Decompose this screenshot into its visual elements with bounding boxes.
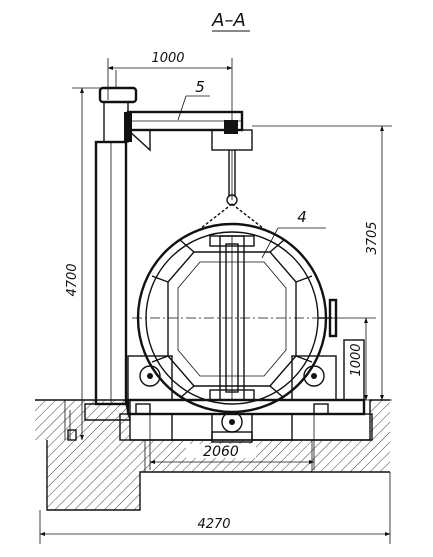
dimension-axis-height-label: 1000 — [349, 343, 364, 376]
dimension-rail-gauge-label: 2060 — [203, 444, 239, 460]
callout-jib-crane: 5 — [177, 78, 210, 121]
dimension-column-height: 4700 — [65, 87, 110, 441]
callout-jib-crane-label: 5 — [195, 78, 205, 96]
dimension-axis-height: 1000 — [336, 317, 392, 401]
dimension-jib-reach-label: 1000 — [151, 51, 184, 66]
dimension-rail-gauge: 2060 — [149, 414, 315, 470]
dimension-hook-height-label: 3705 — [365, 221, 380, 254]
ring-drum — [132, 222, 338, 414]
dimension-hook-height: 3705 — [252, 125, 392, 401]
dimension-column-height-label: 4700 — [65, 263, 80, 296]
section-title: A–A — [211, 10, 250, 32]
dimension-overall-width: 4270 — [39, 472, 391, 544]
section-title-text: A–A — [211, 10, 246, 31]
callout-ring-drum: 4 — [261, 208, 326, 259]
dimension-overall-width-label: 4270 — [197, 517, 230, 532]
jib-crane — [67, 70, 269, 441]
dimension-jib-reach: 1000 — [107, 51, 233, 125]
callout-ring-drum-label: 4 — [297, 208, 307, 226]
roller-supports — [119, 339, 373, 443]
